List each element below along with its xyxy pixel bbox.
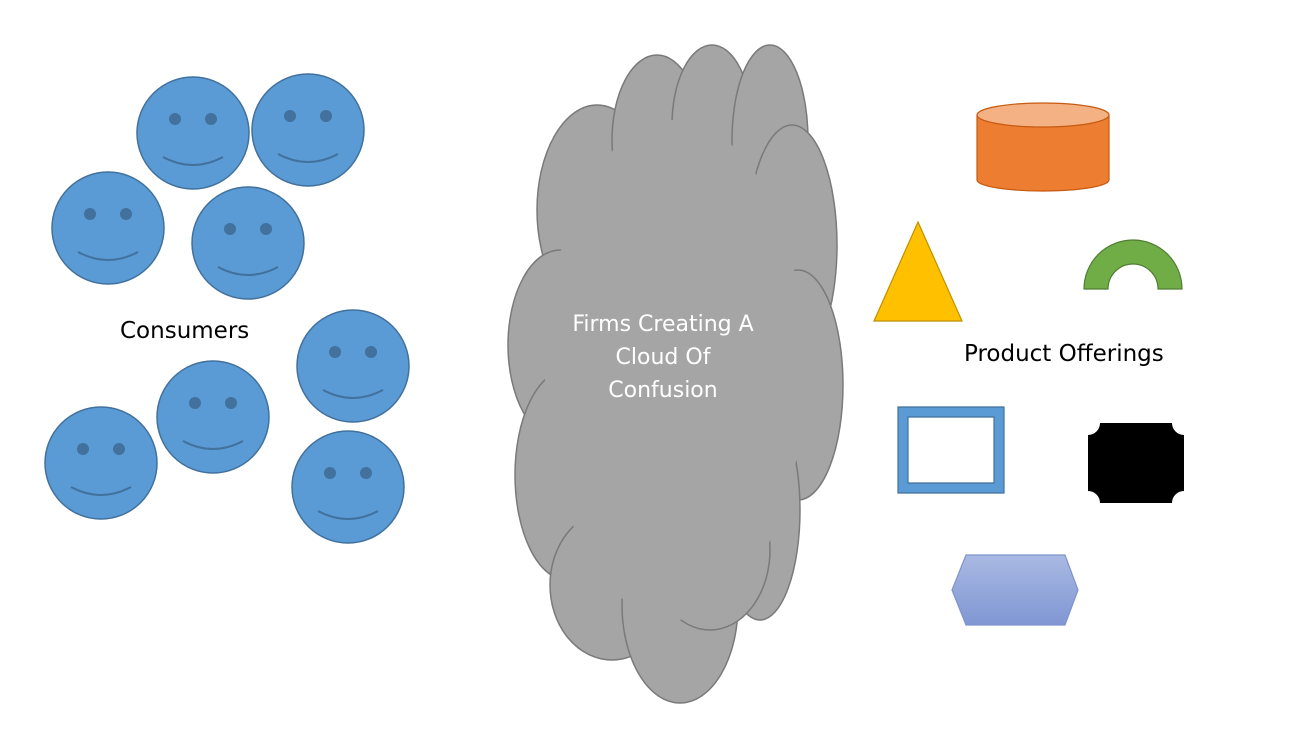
consumer-smiley-icon bbox=[296, 309, 410, 423]
plaque-icon bbox=[1088, 423, 1184, 503]
triangle-icon bbox=[873, 220, 963, 322]
consumer-smiley-icon bbox=[156, 360, 270, 474]
cloud-shape bbox=[507, 44, 844, 704]
product-shapes bbox=[873, 102, 1184, 626]
consumer-group bbox=[44, 73, 410, 544]
cloud-label: Firms Creating A Cloud Of Confusion bbox=[548, 308, 778, 407]
cloud-label-line: Firms Creating A bbox=[572, 312, 754, 337]
frame-icon bbox=[897, 406, 1005, 494]
consumer-smiley-icon bbox=[51, 171, 165, 285]
hexagon-icon bbox=[951, 554, 1079, 626]
consumers-label: Consumers bbox=[120, 318, 250, 344]
cloud-label-line: Cloud Of bbox=[615, 345, 711, 370]
block-arc-icon bbox=[1083, 239, 1183, 290]
consumer-smiley-icon bbox=[44, 406, 158, 520]
cylinder-icon bbox=[976, 102, 1110, 192]
cloud-label-line: Confusion bbox=[608, 378, 718, 403]
consumer-smiley-icon bbox=[291, 430, 405, 544]
consumer-smiley-icon bbox=[136, 76, 250, 190]
consumer-smiley-icon bbox=[191, 186, 305, 300]
consumer-smiley-icon bbox=[251, 73, 365, 187]
product-offerings-label: Product Offerings bbox=[964, 341, 1164, 367]
